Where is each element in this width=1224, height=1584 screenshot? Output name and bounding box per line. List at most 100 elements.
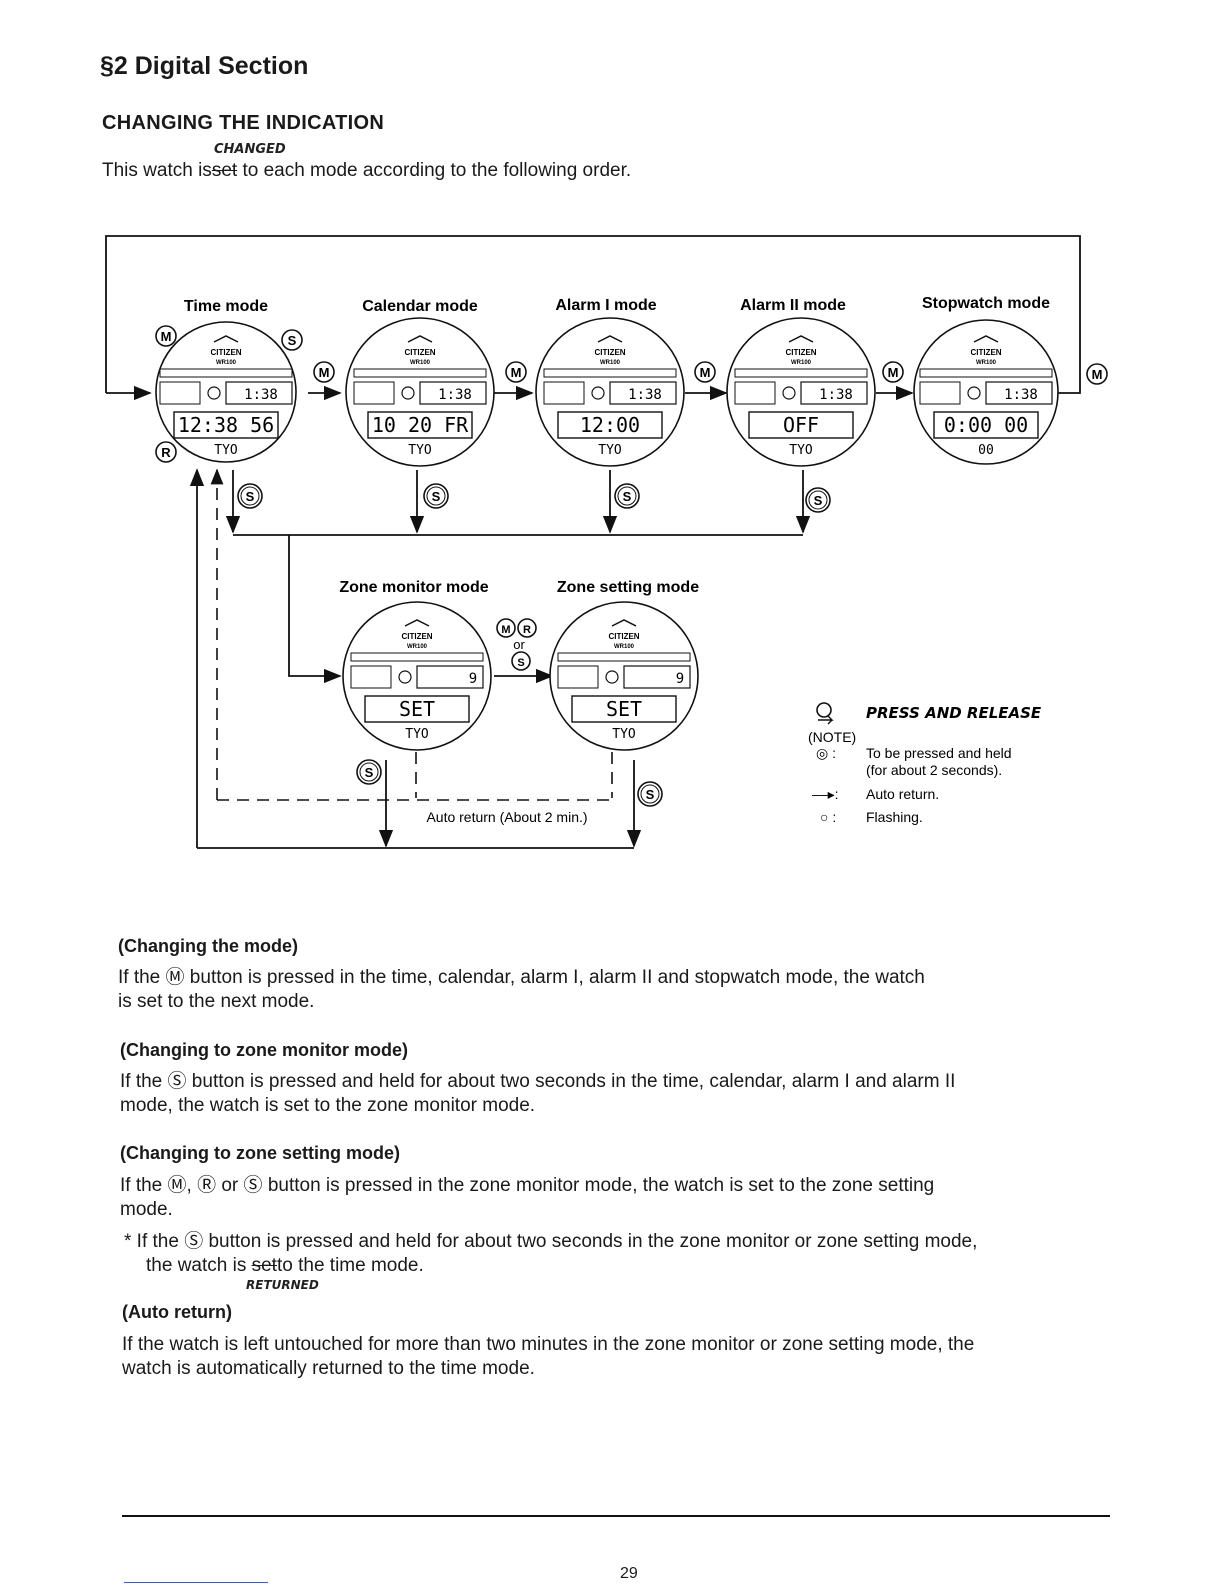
city-display: TYO <box>408 443 432 458</box>
svg-text:S: S <box>365 765 374 780</box>
note-text-hold-2: (for about 2 seconds). <box>866 762 1002 778</box>
svg-text:M: M <box>700 365 711 380</box>
svg-text:S: S <box>246 489 255 504</box>
watch-model: WR100 <box>976 360 997 366</box>
page-subtitle: CHANGING THE INDICATION <box>102 112 385 134</box>
intro-before: This watch is <box>102 160 212 181</box>
paragraph-line: mode. <box>120 1199 173 1220</box>
s-hold-marker: S <box>614 483 640 509</box>
paragraph: If the watch is left untouched for more … <box>122 1333 974 1381</box>
intro-struck: set <box>211 160 238 181</box>
m-button-marker: M <box>694 361 716 383</box>
small-display: 1:38 <box>1004 387 1038 403</box>
main-display: 0:00 00 <box>944 413 1028 437</box>
paragraph-line: mode, the watch is set to the zone monit… <box>120 1095 536 1116</box>
watch-brand: CITIZEN <box>404 348 435 357</box>
r-button-marker: R <box>155 441 177 463</box>
main-display: SET <box>606 697 642 721</box>
section-title: §2 Digital Section <box>100 52 309 80</box>
label-time-mode: Time mode <box>184 298 268 315</box>
footer-link-rule <box>124 1582 268 1583</box>
main-display: 12:38 56 <box>178 413 274 437</box>
label-zone-monitor-mode: Zone monitor mode <box>339 579 488 596</box>
paragraph-line: is set to the next mode. <box>118 991 315 1012</box>
note-text-auto: Auto return. <box>866 786 939 802</box>
svg-text:S: S <box>814 493 823 508</box>
watch-alarm2-mode: CITIZEN WR100 1:38 OFF TYO <box>726 317 876 467</box>
label-stopwatch-mode: Stopwatch mode <box>922 295 1050 312</box>
paragraph-note: * If the Ⓢ button is pressed and held fo… <box>124 1230 977 1278</box>
note-symbol-hold: ◎ : <box>816 745 836 761</box>
svg-text:S: S <box>623 489 632 504</box>
s-button-marker: S <box>281 329 303 351</box>
paragraph-line: watch is automatically returned to the t… <box>122 1358 535 1379</box>
svg-text:S: S <box>517 657 524 669</box>
paragraph-line: * If the Ⓢ button is pressed and held fo… <box>124 1231 978 1252</box>
s-button-marker: S <box>511 651 531 671</box>
paragraph-line: If the Ⓜ button is pressed in the time, … <box>118 967 925 988</box>
svg-text:S: S <box>288 333 297 348</box>
note-title: (NOTE) <box>808 729 856 745</box>
paragraph: If the Ⓢ button is pressed and held for … <box>120 1070 955 1118</box>
note-text-flash: Flashing. <box>866 809 923 825</box>
watch-model: WR100 <box>407 644 428 650</box>
watch-model: WR100 <box>410 360 431 366</box>
watch-model: WR100 <box>791 360 812 366</box>
city-display: TYO <box>598 443 622 458</box>
return-loop-line <box>105 235 1081 394</box>
note-symbol-auto: ––▸: <box>812 786 839 802</box>
paragraph-line: If the Ⓢ button is pressed and held for … <box>120 1071 956 1092</box>
watch-brand: CITIZEN <box>210 348 241 357</box>
small-display: 1:38 <box>244 387 278 403</box>
main-display: 10 20 FR <box>372 413 469 437</box>
footer-rule <box>122 1515 1110 1517</box>
watch-zone-setting-mode: CITIZEN WR100 9 SET TYO <box>549 601 699 751</box>
s-hold-marker: S <box>356 759 382 785</box>
m-button-marker: M <box>505 361 527 383</box>
label-alarm1-mode: Alarm I mode <box>555 297 656 314</box>
auto-return-label: Auto return (About 2 min.) <box>426 809 587 825</box>
intro-after: to each mode according to the following … <box>242 160 632 181</box>
watch-brand: CITIZEN <box>608 632 639 641</box>
svg-text:M: M <box>511 365 522 380</box>
main-display: 12:00 <box>580 413 640 437</box>
note-symbol-flash: ○ : <box>820 809 836 825</box>
m-button-marker: M <box>496 618 516 638</box>
svg-text:R: R <box>161 445 171 460</box>
paragraph-line: If the watch is left untouched for more … <box>122 1334 975 1355</box>
main-display: SET <box>399 697 435 721</box>
small-display: 1:38 <box>819 387 853 403</box>
svg-text:M: M <box>319 365 330 380</box>
watch-brand: CITIZEN <box>785 348 816 357</box>
svg-text:M: M <box>161 329 172 344</box>
m-button-marker: M <box>313 361 335 383</box>
svg-text:S: S <box>432 489 441 504</box>
watch-alarm1-mode: CITIZEN WR100 1:38 12:00 TYO <box>535 317 685 467</box>
note-text-hold: To be pressed and held <box>866 745 1012 761</box>
paragraph-line: the watch is setto the time mode. <box>146 1255 424 1276</box>
svg-text:R: R <box>523 624 531 636</box>
label-calendar-mode: Calendar mode <box>362 298 478 315</box>
label-alarm2-mode: Alarm II mode <box>740 297 846 314</box>
paragraph: If the Ⓜ, Ⓡ or Ⓢ button is pressed in th… <box>120 1174 934 1222</box>
mode-diagram: Time mode Calendar mode Alarm I mode Ala… <box>105 235 1108 849</box>
section-heading: (Changing to zone setting mode) <box>120 1143 400 1163</box>
handwritten-note: PRESS AND RELEASE <box>866 704 1042 722</box>
press-release-icon <box>816 702 834 725</box>
intro-text: This watch isset to each mode according … <box>102 160 631 182</box>
s-hold-marker: S <box>805 487 831 513</box>
watch-time-mode: CITIZEN WR100 1:38 12:38 56 TYO <box>155 321 297 463</box>
watch-brand: CITIZEN <box>401 632 432 641</box>
main-display: OFF <box>783 413 819 437</box>
s-hold-marker: S <box>237 483 263 509</box>
s-hold-marker: S <box>423 483 449 509</box>
svg-text:M: M <box>501 624 510 636</box>
small-display: 9 <box>676 671 684 687</box>
m-button-marker: M <box>155 325 177 347</box>
watch-brand: CITIZEN <box>594 348 625 357</box>
watch-brand: CITIZEN <box>970 348 1001 357</box>
watch-model: WR100 <box>600 360 621 366</box>
handwritten-correction: RETURNED <box>246 1278 319 1292</box>
label-zone-setting-mode: Zone setting mode <box>557 579 699 596</box>
city-display: TYO <box>789 443 813 458</box>
